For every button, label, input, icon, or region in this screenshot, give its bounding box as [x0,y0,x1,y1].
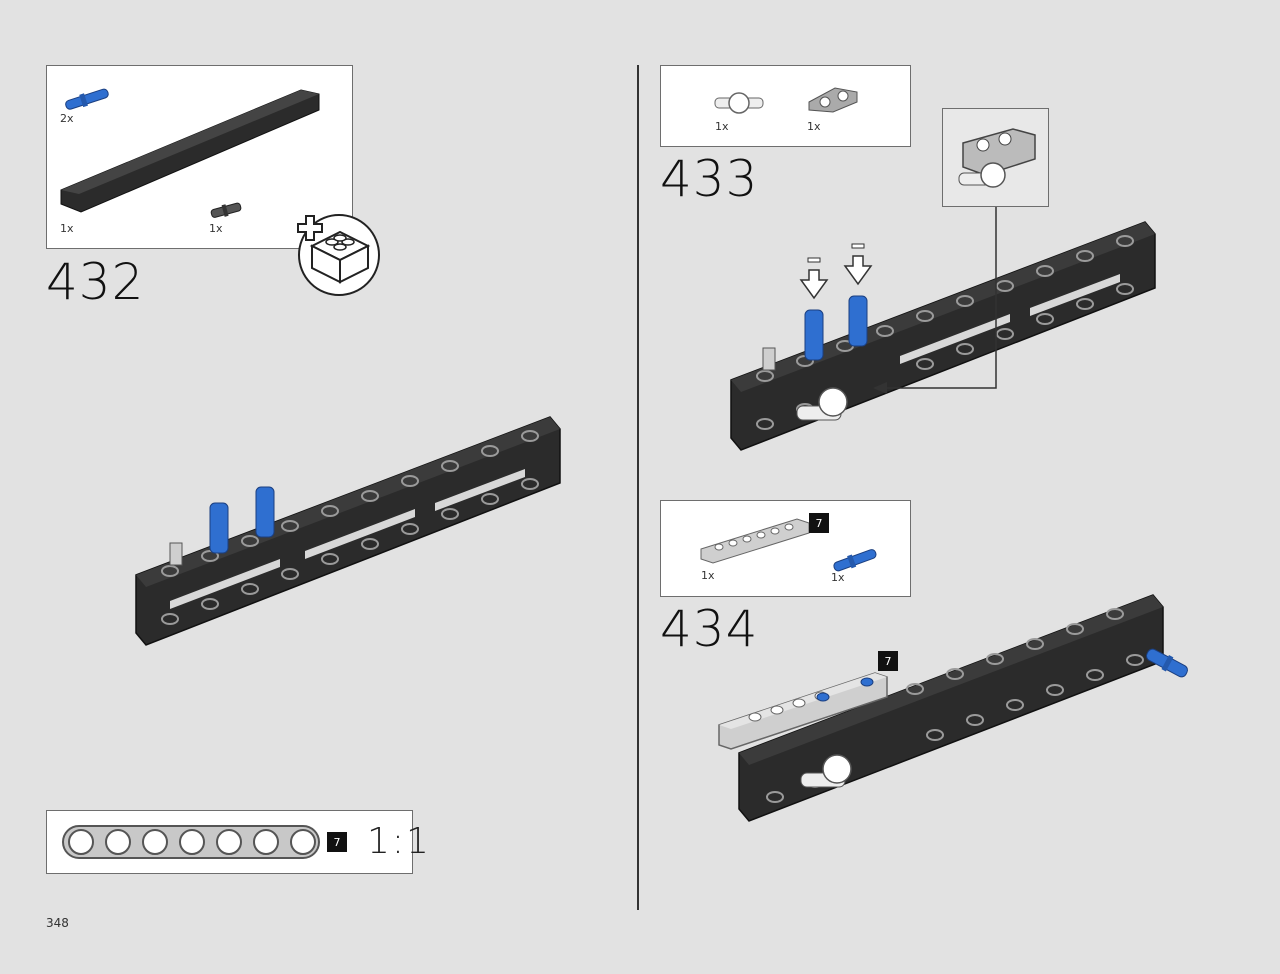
blue-pin-part-icon [833,549,877,572]
black-frame-part-icon [60,89,320,213]
gray-connector-part-icon [808,87,858,113]
length-badge: 7 [809,513,829,533]
blue-pin-part-icon [65,88,109,110]
page-number: 348 [46,916,69,930]
axle-joint-part-icon [714,92,764,114]
qty-label: 1x [60,222,74,235]
qty-label: 1x [807,120,821,133]
qty-label: 1x [701,569,715,582]
parts-box-433: 1x 1x [660,65,911,147]
light-gray-beam-part-icon [700,518,810,564]
step-number-433: 433 [660,150,759,208]
qty-label: 1x [831,571,845,584]
step-434-assembly [718,594,1188,822]
page-divider [637,65,639,910]
detail-callout-box [942,108,1049,207]
scale-label: 1:1 [367,821,431,862]
assembly-length-badge: 7 [878,651,898,671]
qty-label: 1x [209,222,223,235]
step-433-assembly [730,207,1156,451]
length-badge: 7 [327,832,347,852]
parts-box-432: 2x 1x 1x [46,65,353,249]
step-number-434: 434 [660,600,759,658]
step-432-assembly [135,416,561,646]
qty-label: 1x [715,120,729,133]
new-brick-icon [297,214,380,296]
step-number-432: 432 [46,253,145,311]
scale-beam-icon [62,825,320,859]
detail-connector-icon [958,128,1036,188]
parts-box-434: 7 1x 1x [660,500,911,597]
qty-label: 2x [60,112,74,125]
scale-reference-box: 7 1:1 [46,810,429,874]
gray-pin-part-icon [210,202,242,218]
